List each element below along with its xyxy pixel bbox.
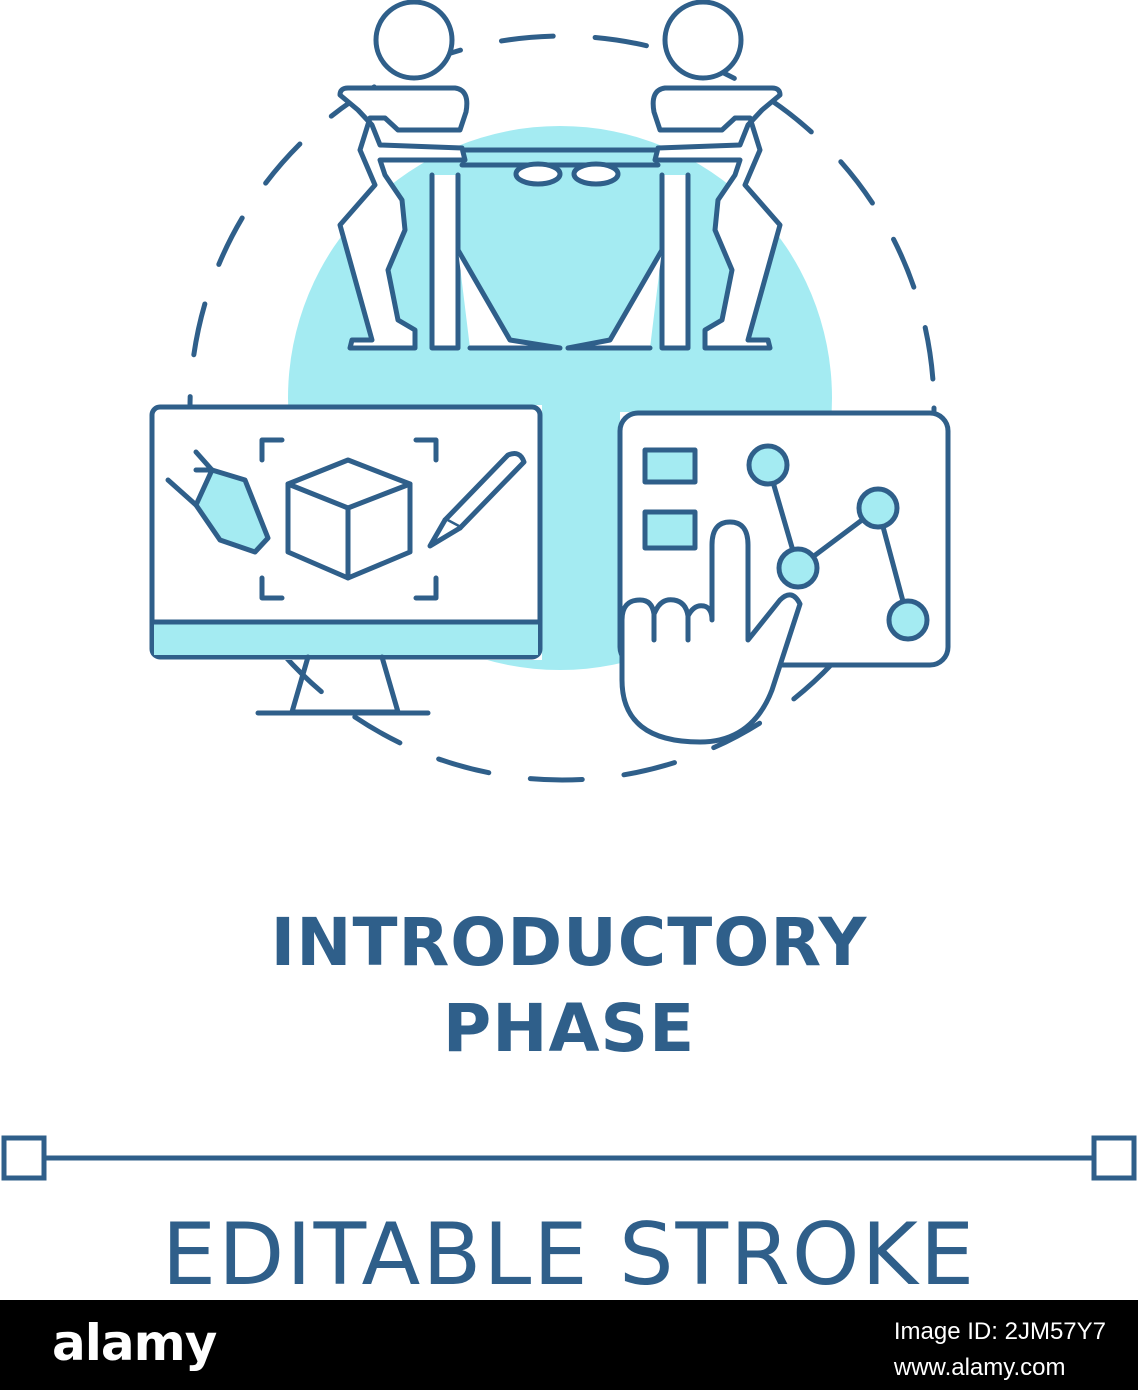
image-id-text: Image ID: 2JM57Y7 [893,1318,1106,1345]
title-line-1: INTRODUCTORY [270,904,868,981]
stock-footer: alamy Image ID: 2JM57Y7 www.alamy.com [0,1300,1138,1390]
people-pulling-icon [337,0,783,351]
stroke-handle-right[interactable] [1091,1135,1137,1181]
graph-nodes-icon [746,443,930,642]
graph-panel-icon [617,410,951,668]
pencil-icon [427,451,527,549]
introductory-phase-illustration [149,0,951,783]
hand-touch-icon [619,519,803,745]
title-line-2: PHASE [442,990,696,1067]
editable-stroke-bar [1,1135,1137,1181]
footer-info: Image ID: 2JM57Y7 www.alamy.com [894,1314,1106,1386]
stroke-handle-left[interactable] [1,1135,47,1181]
computer-monitor-icon [149,404,543,716]
alamy-logo: alamy [52,1314,217,1372]
site-url-text: www.alamy.com [893,1354,1066,1381]
cube-icon [285,457,413,581]
editable-stroke-label: EDITABLE STROKE [161,1205,977,1305]
